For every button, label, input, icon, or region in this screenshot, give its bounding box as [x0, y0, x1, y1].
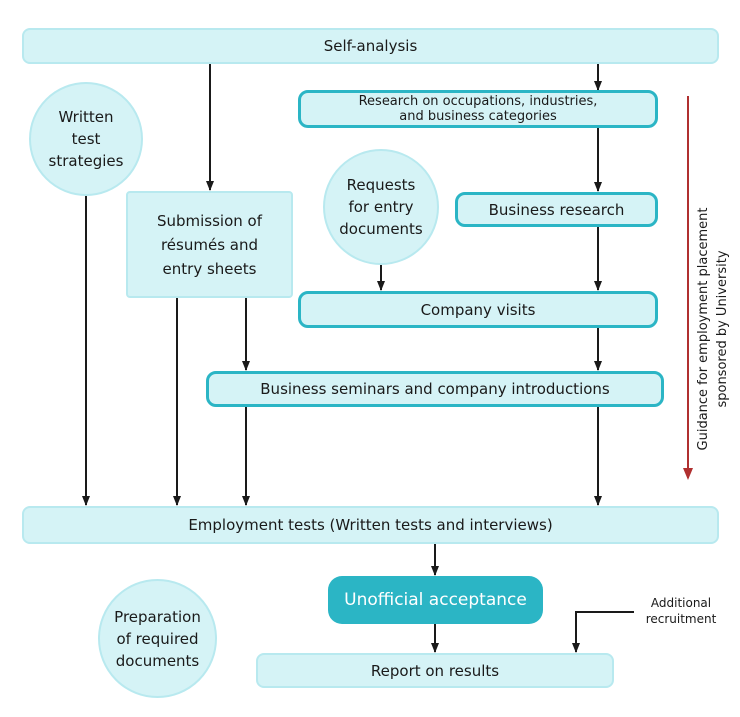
requests-circle: Requests for entry documents	[323, 149, 439, 265]
business-research-box: Business research	[455, 192, 658, 227]
arrow-additional-recruitment	[572, 611, 634, 653]
written-test-strategies-circle: Written test strategies	[29, 82, 143, 196]
research-box: Research on occupations, industries, and…	[298, 90, 658, 128]
unofficial-acceptance-box: Unofficial acceptance	[328, 576, 543, 624]
report-box: Report on results	[256, 653, 614, 688]
company-visits-box: Company visits	[298, 291, 658, 328]
submission-box: Submission of résumés and entry sheets	[126, 191, 293, 298]
employment-tests-box: Employment tests (Written tests and inte…	[22, 506, 719, 544]
additional-recruitment-label: Additional recruitment	[645, 596, 717, 626]
self-analysis-box: Self-analysis	[22, 28, 719, 64]
preparation-circle: Preparation of required documents	[98, 579, 217, 698]
seminars-box: Business seminars and company introducti…	[206, 371, 664, 407]
guidance-label: Guidance for employment placement sponso…	[696, 207, 730, 451]
